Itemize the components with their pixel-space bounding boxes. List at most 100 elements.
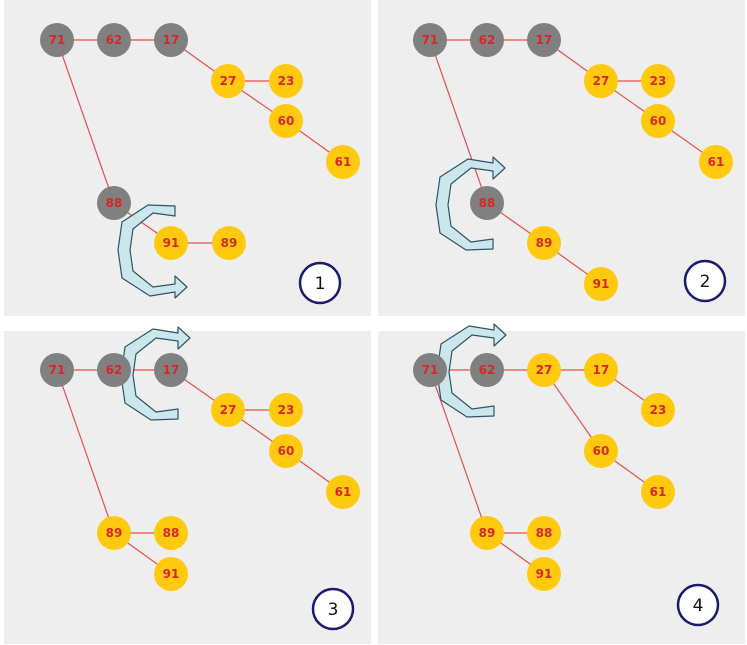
step-number-badge: 1: [298, 261, 342, 305]
gray-node-17: 17: [527, 23, 561, 57]
gray-node-62: 62: [97, 353, 131, 387]
badge-label: 2: [700, 272, 711, 292]
yellow-node-91: 91: [154, 226, 188, 260]
gray-node-71: 71: [40, 353, 74, 387]
node-circle: [413, 23, 447, 57]
node-label: 27: [593, 74, 610, 88]
node-label: 88: [536, 526, 553, 540]
node-label: 88: [479, 196, 496, 210]
node-label: 88: [106, 196, 123, 210]
counterclockwise-rotation-arrow-icon: [436, 323, 507, 418]
panel-1: 71 62 17 88 27 23 60 61 91 89 1: [4, 0, 371, 316]
yellow-node-23: 23: [641, 393, 675, 427]
gray-node-88: 88: [470, 186, 504, 220]
badge-circle: [298, 261, 342, 305]
node-label: 89: [536, 236, 553, 250]
node-circle: [641, 64, 675, 98]
node-label: 17: [163, 363, 180, 377]
yellow-node-23: 23: [269, 64, 303, 98]
yellow-node-60: 60: [641, 104, 675, 138]
node-circle: [97, 23, 131, 57]
node-label: 61: [335, 485, 352, 499]
yellow-node-27: 27: [211, 393, 245, 427]
yellow-node-89: 89: [527, 226, 561, 260]
gray-node-71: 71: [413, 353, 447, 387]
node-circle: [413, 353, 447, 387]
node-circle: [641, 104, 675, 138]
clockwise-rotation-arrow-icon: [435, 156, 506, 251]
gray-node-62: 62: [97, 23, 131, 57]
node-circle: [584, 267, 618, 301]
node-circle: [154, 353, 188, 387]
node-label: 60: [593, 444, 610, 458]
yellow-node-88: 88: [154, 516, 188, 550]
edge-71-88: [429, 39, 488, 204]
panel-2: 71 62 17 88 27 23 60 61 89 91 2: [378, 0, 745, 316]
yellow-node-60: 60: [269, 434, 303, 468]
edge-71-89: [56, 369, 115, 534]
gray-node-62: 62: [470, 353, 504, 387]
gray-node-62: 62: [470, 23, 504, 57]
node-circle: [641, 393, 675, 427]
yellow-node-27: 27: [211, 64, 245, 98]
node-circle: [527, 23, 561, 57]
node-circle: [97, 186, 131, 220]
yellow-node-60: 60: [269, 104, 303, 138]
node-label: 91: [163, 567, 180, 581]
gray-node-17: 17: [154, 353, 188, 387]
yellow-node-91: 91: [584, 267, 618, 301]
node-label: 91: [536, 567, 553, 581]
gray-node-17: 17: [154, 23, 188, 57]
node-circle: [584, 64, 618, 98]
yellow-node-17: 17: [584, 353, 618, 387]
step-number-badge: 4: [676, 583, 720, 627]
yellow-node-89: 89: [470, 516, 504, 550]
counterclockwise-rotation-arrow-icon: [120, 326, 191, 421]
node-circle: [40, 23, 74, 57]
node-label: 23: [278, 74, 295, 88]
badge-label: 3: [328, 600, 339, 620]
node-label: 62: [106, 363, 123, 377]
node-circle: [527, 226, 561, 260]
gray-node-71: 71: [40, 23, 74, 57]
node-label: 23: [650, 74, 667, 88]
node-label: 27: [536, 363, 553, 377]
node-label: 88: [163, 526, 180, 540]
badge-label: 1: [315, 274, 326, 294]
node-label: 62: [479, 33, 496, 47]
node-circle: [470, 353, 504, 387]
node-circle: [326, 145, 360, 179]
badge-label: 4: [693, 596, 704, 616]
node-circle: [584, 353, 618, 387]
node-circle: [97, 353, 131, 387]
node-label: 89: [221, 236, 238, 250]
yellow-node-88: 88: [527, 516, 561, 550]
yellow-node-61: 61: [326, 145, 360, 179]
node-circle: [584, 434, 618, 468]
node-circle: [527, 557, 561, 591]
yellow-node-61: 61: [699, 145, 733, 179]
yellow-node-91: 91: [154, 557, 188, 591]
badge-circle: [311, 587, 355, 631]
node-label: 89: [479, 526, 496, 540]
yellow-node-27: 27: [584, 64, 618, 98]
node-circle: [212, 226, 246, 260]
node-label: 27: [220, 403, 237, 417]
node-label: 71: [49, 363, 66, 377]
node-circle: [269, 434, 303, 468]
edge-71-88: [56, 39, 115, 204]
edge-71-89: [429, 369, 488, 534]
node-circle: [527, 516, 561, 550]
node-label: 61: [335, 155, 352, 169]
node-label: 27: [220, 74, 237, 88]
yellow-node-91: 91: [527, 557, 561, 591]
gray-node-71: 71: [413, 23, 447, 57]
yellow-node-61: 61: [326, 475, 360, 509]
node-label: 17: [536, 33, 553, 47]
node-circle: [269, 64, 303, 98]
node-label: 17: [163, 33, 180, 47]
yellow-node-89: 89: [212, 226, 246, 260]
